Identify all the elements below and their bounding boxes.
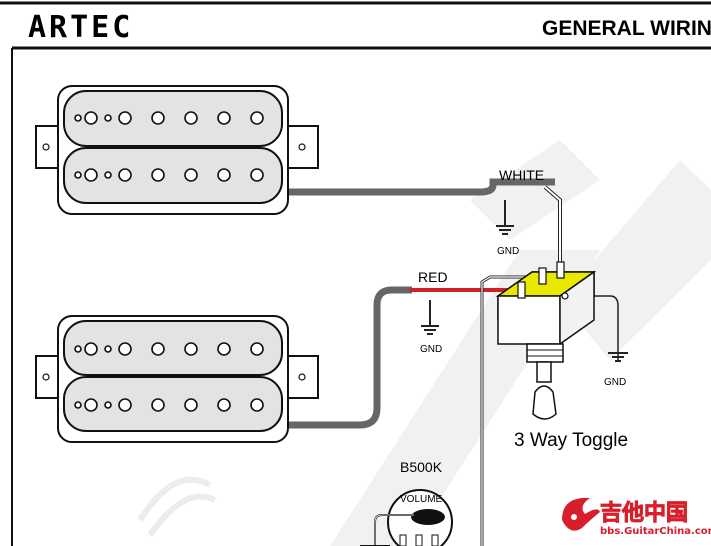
gnd-label-2: GND <box>420 344 442 355</box>
bridge-pickup-cable <box>285 286 412 429</box>
white-wire-label: WHITE <box>499 167 544 183</box>
site-watermark: 吉他中国 bbs.GuitarChina.com <box>562 497 711 537</box>
switch-bushing <box>526 343 564 363</box>
toggle-switch <box>495 261 597 420</box>
bottom-watermark-swirl <box>137 476 217 537</box>
pot-name-label: VOLUME <box>400 494 443 505</box>
ground-symbol-3 <box>608 352 628 362</box>
switch-lug-1 <box>517 281 526 299</box>
ground-symbol-2 <box>421 300 439 335</box>
bridge-pickup <box>35 315 319 443</box>
switch-lug-2 <box>538 267 547 285</box>
watermark-cn-text: 吉他中国 <box>600 500 688 526</box>
neck-pickup <box>35 85 319 215</box>
switch-ground-wire <box>568 295 619 360</box>
switch-tip <box>532 385 557 420</box>
volume-pot: B500K VOLUME <box>360 459 453 546</box>
neck-pickup-cable <box>285 178 555 196</box>
red-wire-label: RED <box>418 269 448 285</box>
gnd-label-3: GND <box>604 377 626 388</box>
pot-value-label: B500K <box>400 459 443 475</box>
brand-logo: ARTEC <box>28 10 133 45</box>
guitar-logo-icon <box>562 497 600 531</box>
toggle-label: 3 Way Toggle <box>514 430 628 451</box>
switch-lug-3 <box>556 261 565 279</box>
watermark-url: bbs.GuitarChina.com <box>600 526 711 537</box>
ground-symbol-1 <box>496 200 514 235</box>
gnd-label-1: GND <box>497 246 519 257</box>
